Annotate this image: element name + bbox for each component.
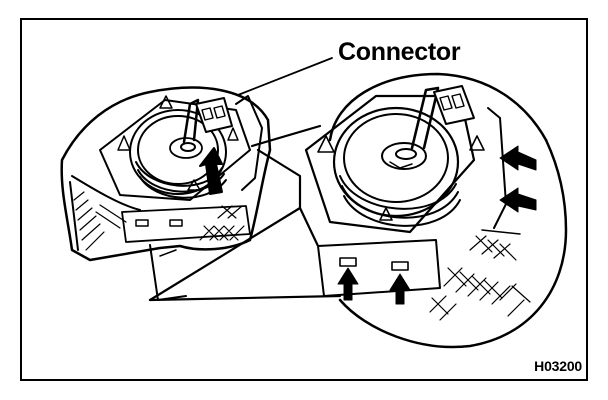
figure-id-label: H03200 (534, 358, 582, 374)
explode-lines (148, 124, 342, 302)
callout-leader-line (237, 57, 333, 96)
connector-callout-label: Connector (338, 38, 461, 66)
figure-frame (20, 18, 588, 381)
left-assembly (60, 86, 272, 301)
right-enlarged-view (304, 72, 568, 349)
